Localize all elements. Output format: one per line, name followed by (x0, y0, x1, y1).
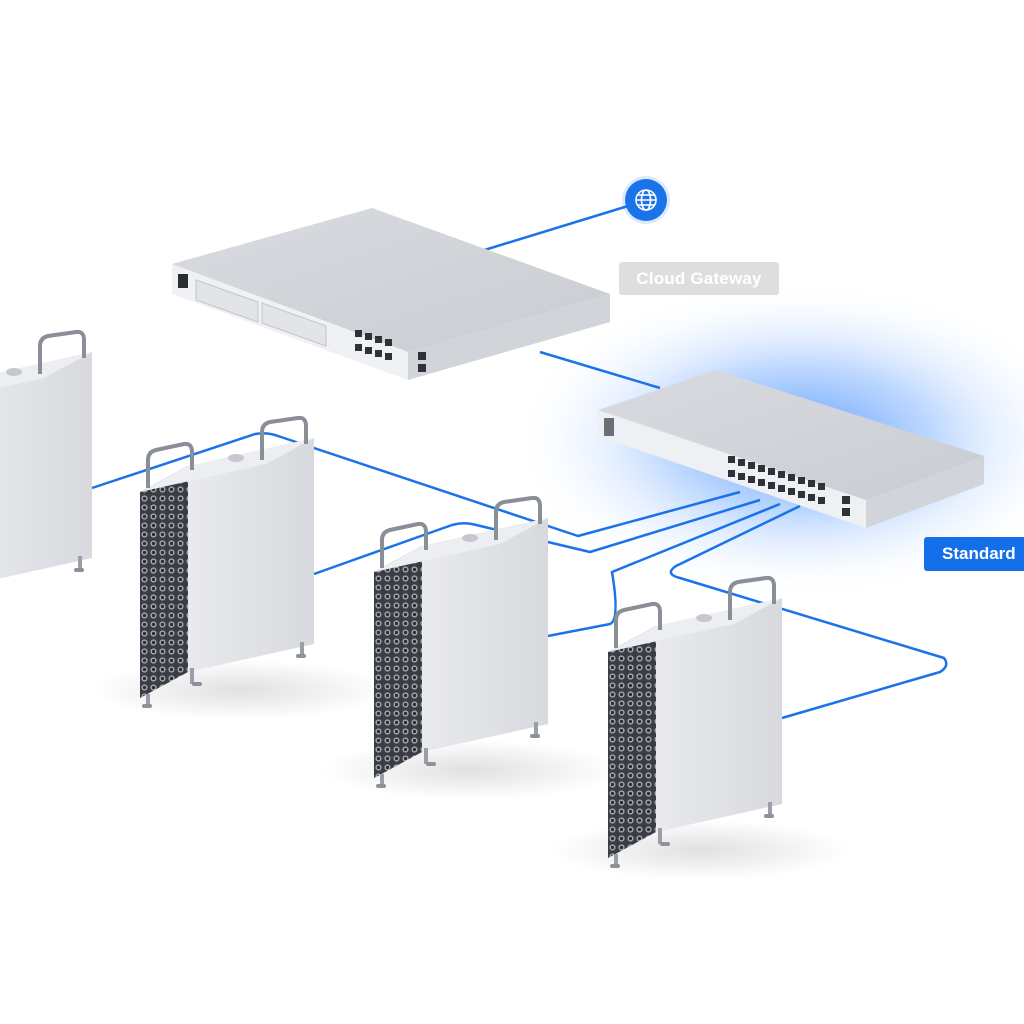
cloud-gateway-label: Cloud Gateway (619, 262, 779, 295)
cloud-gateway-device (172, 208, 610, 380)
globe-icon (625, 179, 667, 221)
standard-switch-device (598, 370, 984, 528)
connection-lines (91, 204, 948, 720)
computer-1 (0, 329, 94, 624)
switch-ports (728, 456, 850, 516)
standard-switch-label: Standard (924, 537, 1024, 571)
